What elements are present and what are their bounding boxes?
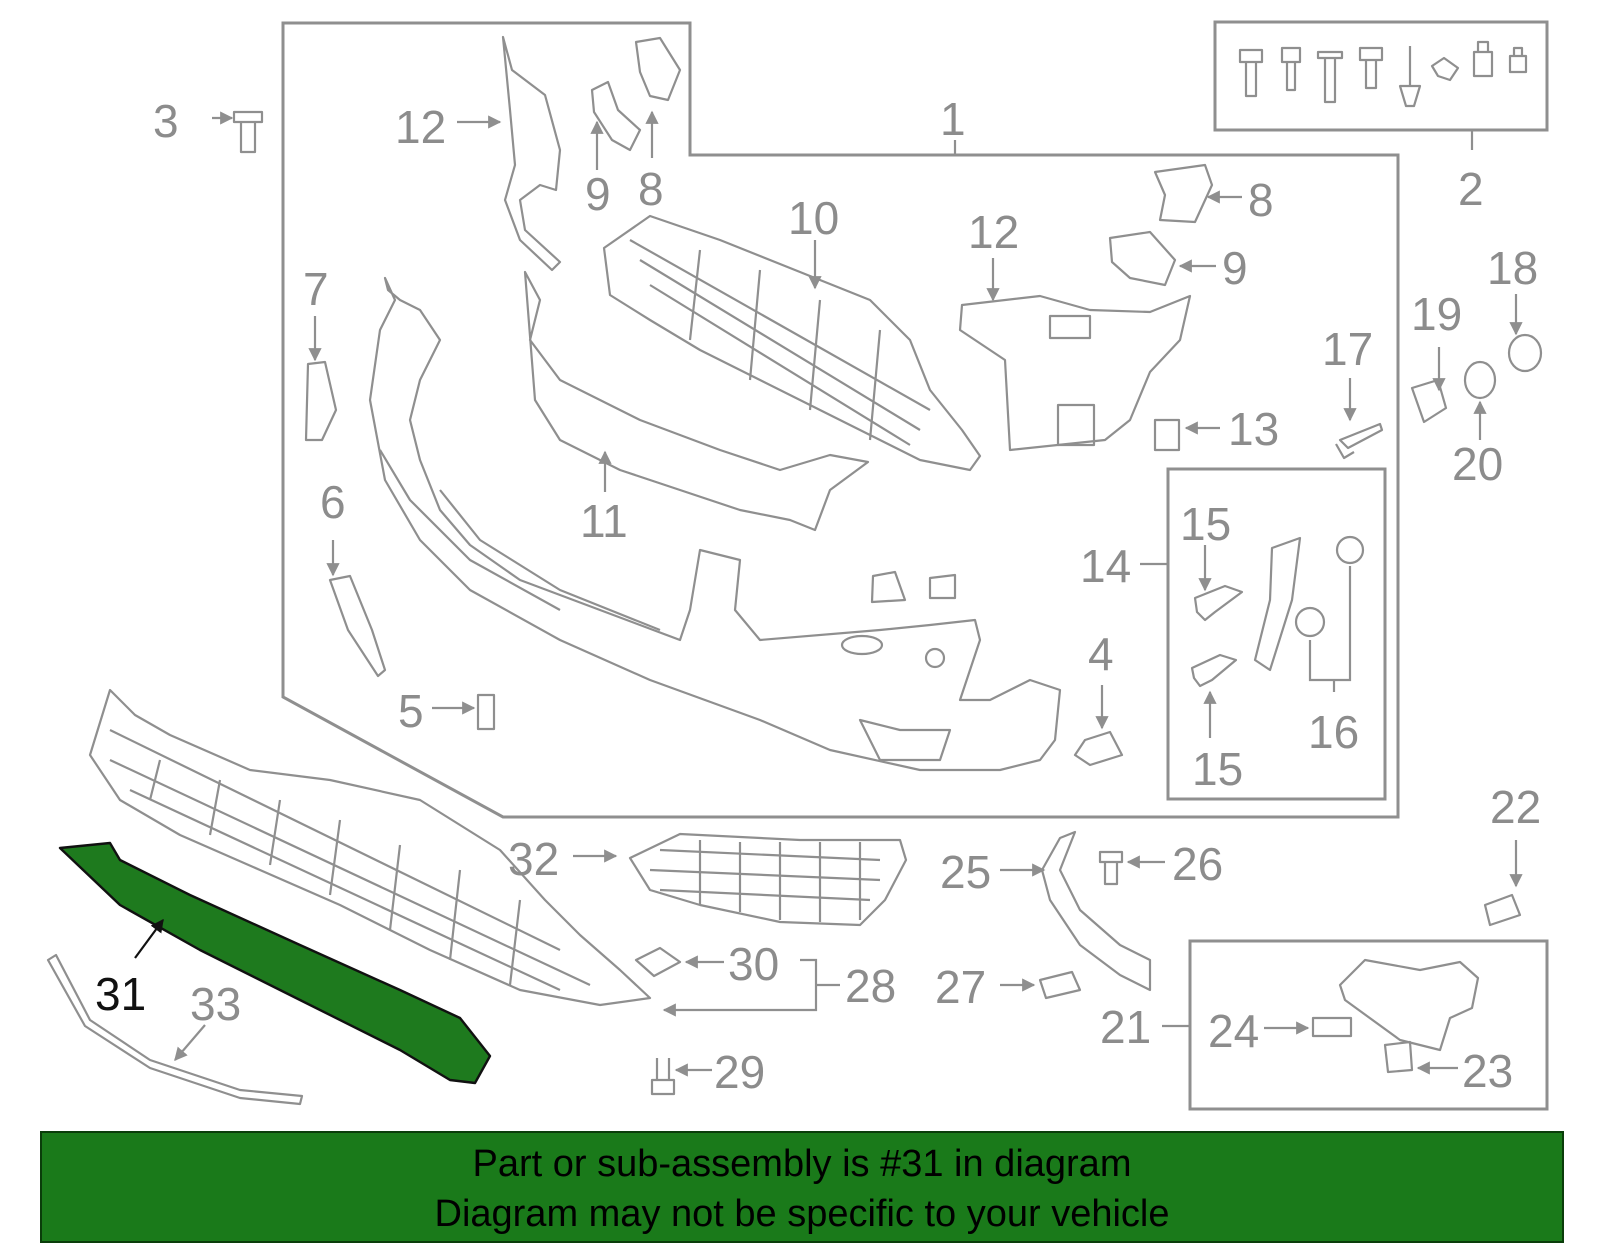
- bracket-set-14-box: [1166, 467, 1387, 801]
- part-15-clip-lower: [1190, 653, 1238, 688]
- callout-21: 21: [1100, 1001, 1151, 1053]
- part-1-bumper-details: [379, 449, 952, 762]
- callout-13: 13: [1228, 403, 1279, 455]
- callout-33: 33: [190, 978, 241, 1030]
- part-12-bracket-left: [501, 35, 562, 272]
- callout-5: 5: [398, 685, 424, 737]
- callout-2: 2: [1458, 163, 1484, 215]
- part-1-sensor-brackets: [870, 570, 957, 604]
- callout-12-left: 12: [395, 101, 446, 153]
- callout-1: 1: [940, 93, 966, 145]
- part-6-strip: [328, 574, 387, 678]
- callout-26: 26: [1172, 838, 1223, 890]
- part-11-grille-carrier: [523, 270, 870, 532]
- part-27-clip: [1038, 970, 1082, 1000]
- callout-11: 11: [580, 495, 628, 547]
- hardware-fasteners: [1238, 40, 1528, 108]
- part-31-highlighted-spoiler: [58, 841, 492, 1085]
- part-30-clip: [634, 946, 682, 978]
- callout-31-highlighted: 31: [95, 968, 146, 1020]
- assembly-1-box: [281, 21, 1400, 819]
- callout-15-upper: 15: [1180, 498, 1231, 550]
- callout-25: 25: [940, 846, 991, 898]
- part-21-bracket: [1338, 958, 1480, 1052]
- part-20-bushing: [1463, 360, 1497, 400]
- part-undertray-ribs: [109, 729, 591, 991]
- callout-9-right: 9: [1222, 242, 1248, 294]
- part-19-clip: [1410, 378, 1448, 424]
- part-15-clip-upper: [1193, 584, 1244, 622]
- part-33-trim-strip: [46, 953, 304, 1106]
- part-22-bolt: [1483, 893, 1522, 927]
- part-12-bracket-right: [958, 294, 1192, 452]
- callout-12-right: 12: [968, 206, 1019, 258]
- callout-6: 6: [320, 476, 346, 528]
- part-25-trim-strip: [1040, 830, 1152, 992]
- part-14-bracket: [1253, 536, 1302, 672]
- part-18-bushing: [1507, 333, 1543, 373]
- callout-23: 23: [1462, 1045, 1513, 1097]
- callout-19: 19: [1411, 288, 1462, 340]
- banner-line-disclaimer: Diagram may not be specific to your vehi…: [434, 1193, 1170, 1235]
- callout-15-lower: 15: [1192, 743, 1243, 795]
- banner-line-part-number: Part or sub-assembly is #31 in diagram: [472, 1143, 1132, 1185]
- callout-4: 4: [1088, 628, 1114, 680]
- part-8-bracket-right: [1153, 163, 1214, 224]
- callout-3: 3: [153, 95, 179, 147]
- part-29-bolt: [650, 1058, 676, 1096]
- part-9-bracket-top: [590, 80, 642, 152]
- part-undertray: [88, 688, 652, 1007]
- part-10-upper-grille: [602, 214, 982, 472]
- part-26-bolt: [1098, 850, 1124, 886]
- callout-28: 28: [845, 960, 896, 1012]
- callout-30: 30: [728, 938, 779, 990]
- callout-10: 10: [788, 192, 839, 244]
- callout-22: 22: [1490, 781, 1541, 833]
- part-32-lower-grille: [628, 832, 908, 927]
- part-32-mesh: [649, 840, 881, 922]
- callout-14: 14: [1080, 540, 1131, 592]
- part-23-clip: [1383, 1040, 1414, 1074]
- part-3-clip: [232, 110, 264, 154]
- callout-7: 7: [303, 263, 329, 315]
- callout-8-right: 8: [1248, 174, 1274, 226]
- part-5-clip: [476, 693, 496, 731]
- part-24-pad: [1311, 1016, 1353, 1038]
- callout-labels: 1 2 3 12 9 8 10 12 8 9 7 11 13 17 19 18 …: [95, 93, 1541, 1098]
- part-10-grille-bars: [629, 239, 931, 446]
- part-1-bumper-cover: [368, 276, 1062, 772]
- part-7-bracket: [304, 360, 338, 442]
- part-4-clip: [1073, 730, 1124, 767]
- callout-8-top: 8: [638, 163, 664, 215]
- callout-18: 18: [1487, 242, 1538, 294]
- callout-17: 17: [1322, 323, 1373, 375]
- callout-29: 29: [714, 1046, 765, 1098]
- callout-32: 32: [508, 833, 559, 885]
- part-16-grommet-upper: [1335, 535, 1365, 565]
- part-8-bracket-top: [634, 36, 682, 102]
- part-16-grommet-lower: [1294, 606, 1326, 638]
- callout-27: 27: [935, 961, 986, 1013]
- part-13-clip: [1153, 418, 1181, 452]
- info-banner: Part or sub-assembly is #31 in diagram D…: [40, 1131, 1564, 1243]
- part-9-bracket-right: [1108, 230, 1177, 287]
- callout-16: 16: [1308, 706, 1359, 758]
- hardware-kit-2-box: [1213, 20, 1549, 132]
- part-17-clip: [1335, 422, 1384, 460]
- callout-9-top: 9: [585, 168, 611, 220]
- callout-24: 24: [1208, 1005, 1259, 1057]
- part-31-leader: [134, 918, 164, 959]
- callout-20: 20: [1452, 438, 1503, 490]
